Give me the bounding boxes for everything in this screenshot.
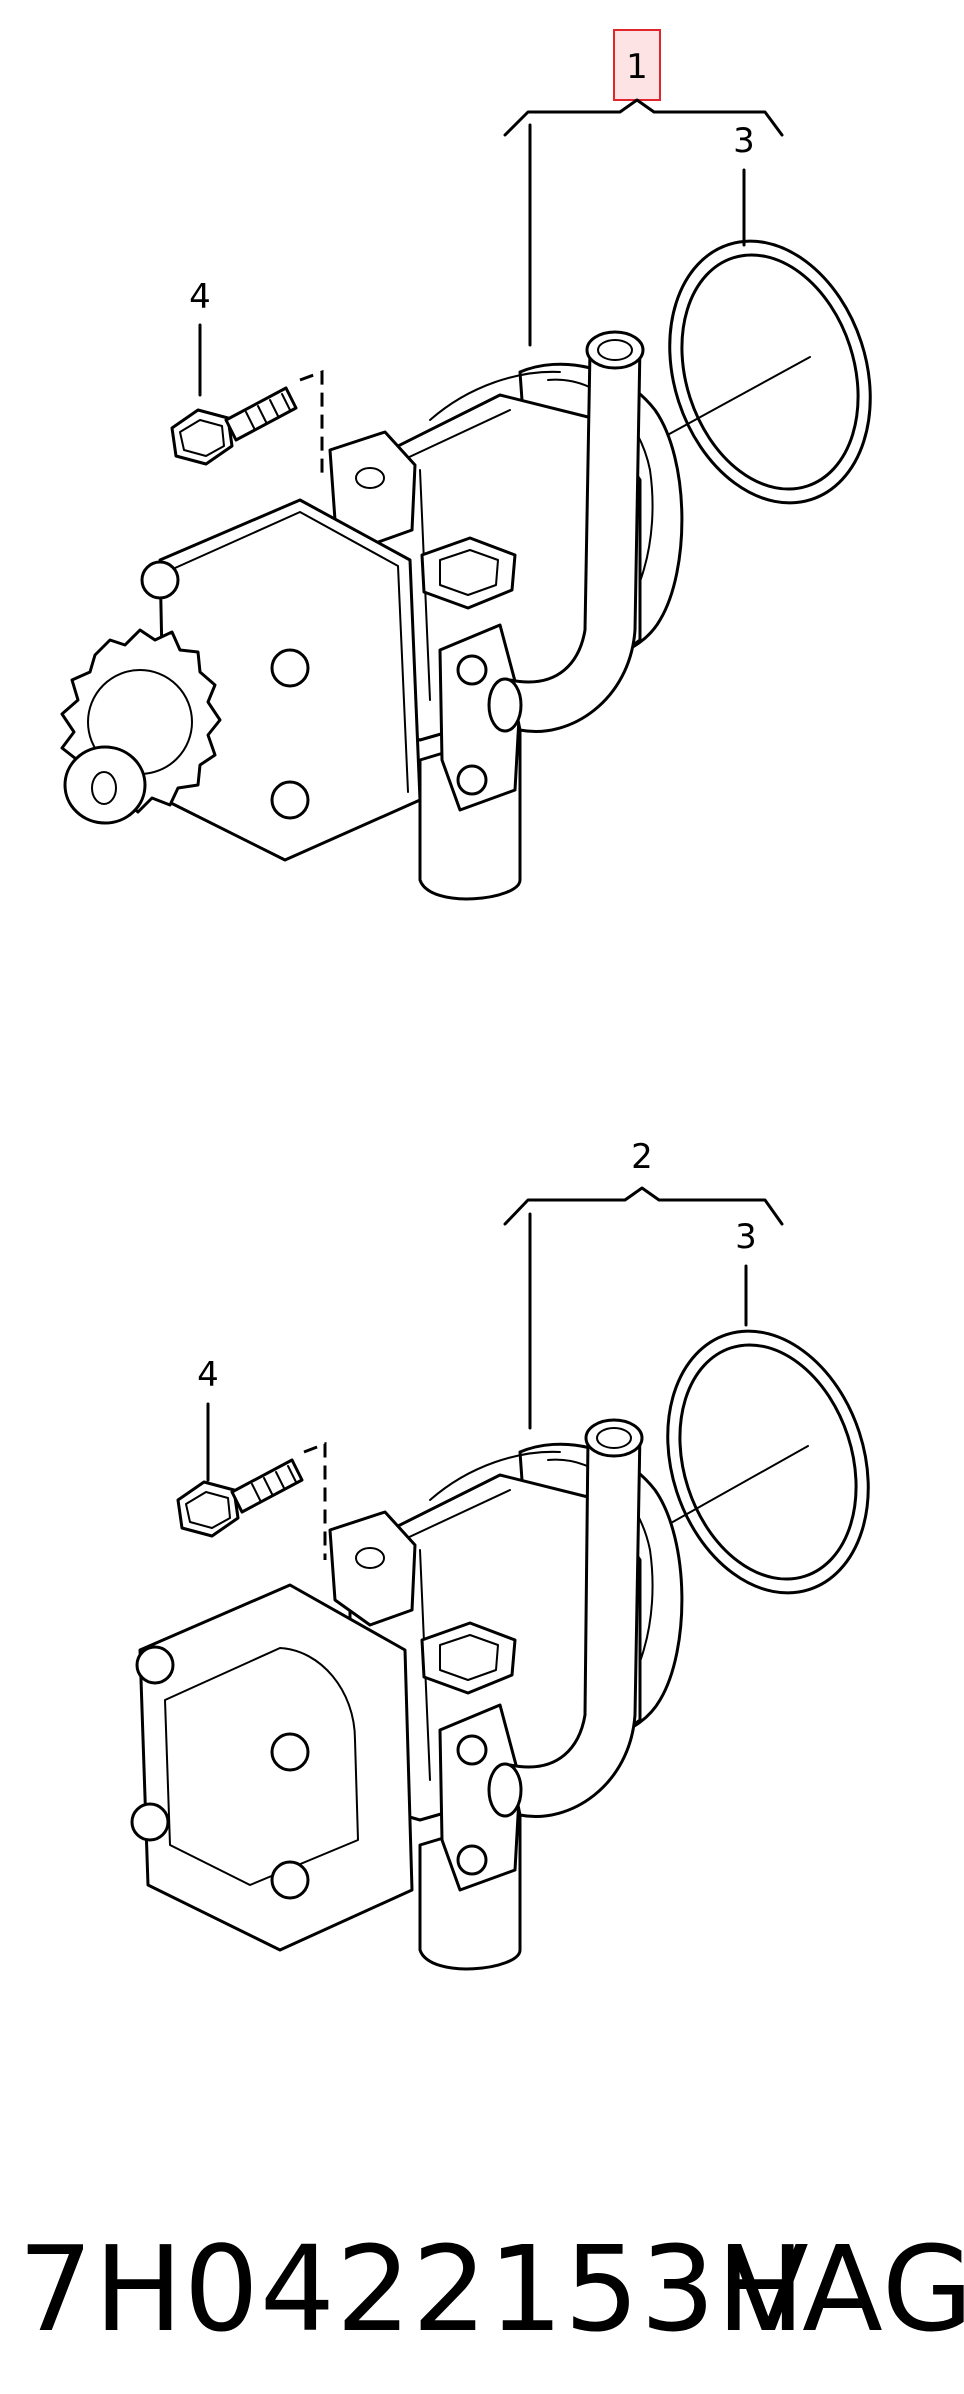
o-ring-bottom[interactable] — [635, 1305, 900, 1619]
drive-gear-top[interactable] — [60, 628, 222, 825]
o-ring-top[interactable] — [637, 215, 902, 529]
assembly-bracket-bottom — [503, 1186, 784, 1226]
power-steering-pump-top[interactable] — [140, 362, 684, 901]
callout-4-top[interactable]: 4 — [189, 277, 211, 317]
callout-1[interactable]: 1 — [626, 47, 648, 87]
power-steering-pump-bottom[interactable] — [130, 1442, 684, 1971]
callout-4-bottom[interactable]: 4 — [197, 1355, 219, 1395]
part-number: 7H0422153H — [18, 2220, 806, 2358]
callout-2[interactable]: 2 — [631, 1137, 653, 1177]
diagram-bottom: 2 3 4 — [130, 1137, 900, 1971]
assembly-bracket-top — [503, 98, 784, 137]
diagram-top: 1 3 4 — [60, 29, 902, 901]
brand-name: VAG — [728, 2220, 964, 2358]
bolt-top[interactable] — [170, 369, 324, 480]
callout-1-highlight[interactable] — [613, 29, 661, 101]
supply-pipe-top[interactable] — [487, 330, 645, 733]
bolt-bottom[interactable] — [176, 1441, 327, 1560]
callout-3-top[interactable]: 3 — [733, 121, 755, 161]
callout-3-bottom[interactable]: 3 — [735, 1217, 757, 1257]
supply-pipe-bottom[interactable] — [487, 1418, 644, 1818]
